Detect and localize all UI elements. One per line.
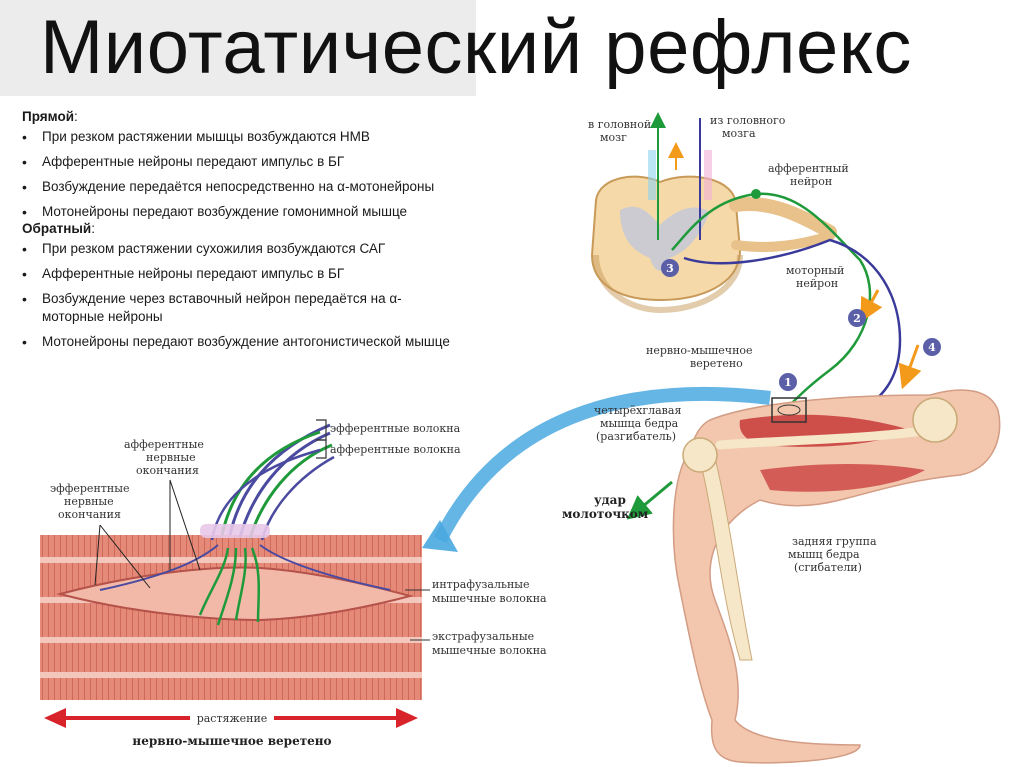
- label-afferent-fibers: афферентные волокна: [330, 443, 461, 456]
- step-1: 1: [784, 376, 792, 389]
- label-hammer-2: молоточком: [562, 507, 649, 521]
- direct-heading: Прямой:: [22, 108, 502, 126]
- label-afferent-endings-3: окончания: [136, 464, 199, 477]
- step-3-badge: [661, 259, 679, 277]
- label-spindle-2: веретено: [690, 357, 743, 370]
- label-hamstrings-3: (сгибатели): [794, 561, 862, 574]
- step-3: 3: [666, 262, 674, 275]
- direct-item-3: Возбуждение передаётся непосредственно н…: [22, 178, 502, 196]
- leg-figure: [672, 389, 1001, 764]
- label-to-brain-1: в головной: [588, 118, 651, 131]
- direct-heading-colon: :: [74, 109, 78, 124]
- label-stretch: растяжение: [197, 712, 268, 725]
- label-efferent-endings-1: эфферентные: [50, 482, 129, 495]
- direct-list: При резком растяжении мышцы возбуждаются…: [22, 128, 502, 221]
- reverse-item-4: Мотонейроны передают возбуждение антогон…: [22, 333, 522, 351]
- reverse-item-2: Афферентные нейроны передают импульс в Б…: [22, 265, 522, 283]
- step-4-badge: [923, 338, 941, 356]
- label-from-brain-1: из головного: [710, 114, 786, 127]
- label-hammer-1: удар: [594, 493, 626, 507]
- label-efferent-fibers: эфферентные волокна: [330, 422, 461, 435]
- title-background: [0, 0, 476, 96]
- slide-title: Миотатический рефлекс: [40, 5, 912, 90]
- label-quadriceps-1: четырёхглавая: [594, 404, 681, 417]
- direct-heading-text: Прямой: [22, 109, 75, 124]
- reverse-heading-text: Обратный: [22, 221, 92, 236]
- intrafusal-capsule: [56, 566, 414, 622]
- label-extrafusal-1: экстрафузальные: [432, 630, 534, 643]
- label-efferent-endings-3: окончания: [58, 508, 121, 521]
- reverse-reflex-block: Обратный: При резком растяжении сухожили…: [22, 220, 522, 358]
- reverse-item-3: Возбуждение через вставочный нейрон пере…: [22, 290, 442, 326]
- label-hamstrings-2: мышц бедра: [788, 548, 860, 561]
- hammer-arrow: [626, 480, 673, 520]
- tract-lines: [648, 112, 712, 240]
- spinal-cord: [590, 175, 837, 314]
- label-afferent-neuron-1: афферентный: [768, 162, 849, 175]
- label-afferent-endings-1: афферентные: [124, 438, 204, 451]
- label-extrafusal-2: мышечные волокна: [432, 644, 547, 657]
- label-afferent-endings-2: нервные: [146, 451, 196, 464]
- zoom-arrow: [433, 386, 771, 544]
- label-quadriceps-3: (разгибатель): [596, 430, 676, 443]
- reverse-item-1: При резком растяжении сухожилия возбужда…: [22, 240, 522, 258]
- label-efferent-endings-2: нервные: [64, 495, 114, 508]
- label-motor-neuron-2: нейрон: [796, 277, 838, 290]
- direct-item-2: Афферентные нейроны передают импульс в Б…: [22, 153, 502, 171]
- direct-item-4: Мотонейроны передают возбуждение гомоним…: [22, 203, 502, 221]
- reverse-heading: Обратный:: [22, 220, 522, 238]
- label-afferent-neuron-2: нейрон: [790, 175, 832, 188]
- label-spindle-1: нервно-мышечное: [646, 344, 753, 357]
- step-markers: 1 2 3 4: [661, 259, 941, 391]
- kneecap: [682, 437, 718, 473]
- reverse-list: При резком растяжении сухожилия возбужда…: [22, 240, 522, 351]
- label-quadriceps-2: мышца бедра: [600, 417, 679, 430]
- direct-item-1: При резком растяжении мышцы возбуждаются…: [22, 128, 502, 146]
- label-from-brain-2: мозга: [722, 127, 756, 140]
- step-4: 4: [928, 341, 936, 354]
- label-hamstrings-1: задняя группа: [792, 535, 877, 548]
- label-intrafusal-2: мышечные волокна: [432, 592, 547, 605]
- spindle-detail-panel: [40, 350, 430, 728]
- label-motor-neuron-1: моторный: [786, 264, 844, 277]
- label-to-brain-2: мозг: [600, 131, 627, 144]
- label-intrafusal-1: интрафузальные: [432, 578, 530, 591]
- step-1-badge: [779, 373, 797, 391]
- label-spindle-caption: нервно-мышечное веретено: [132, 734, 331, 748]
- spindle-marker: [771, 397, 807, 423]
- reverse-heading-colon: :: [91, 221, 95, 236]
- step-2-badge: [848, 309, 866, 327]
- hip-joint: [912, 397, 958, 443]
- step-2: 2: [853, 312, 861, 325]
- direct-reflex-block: Прямой: При резком растяжении мышцы возб…: [22, 108, 502, 228]
